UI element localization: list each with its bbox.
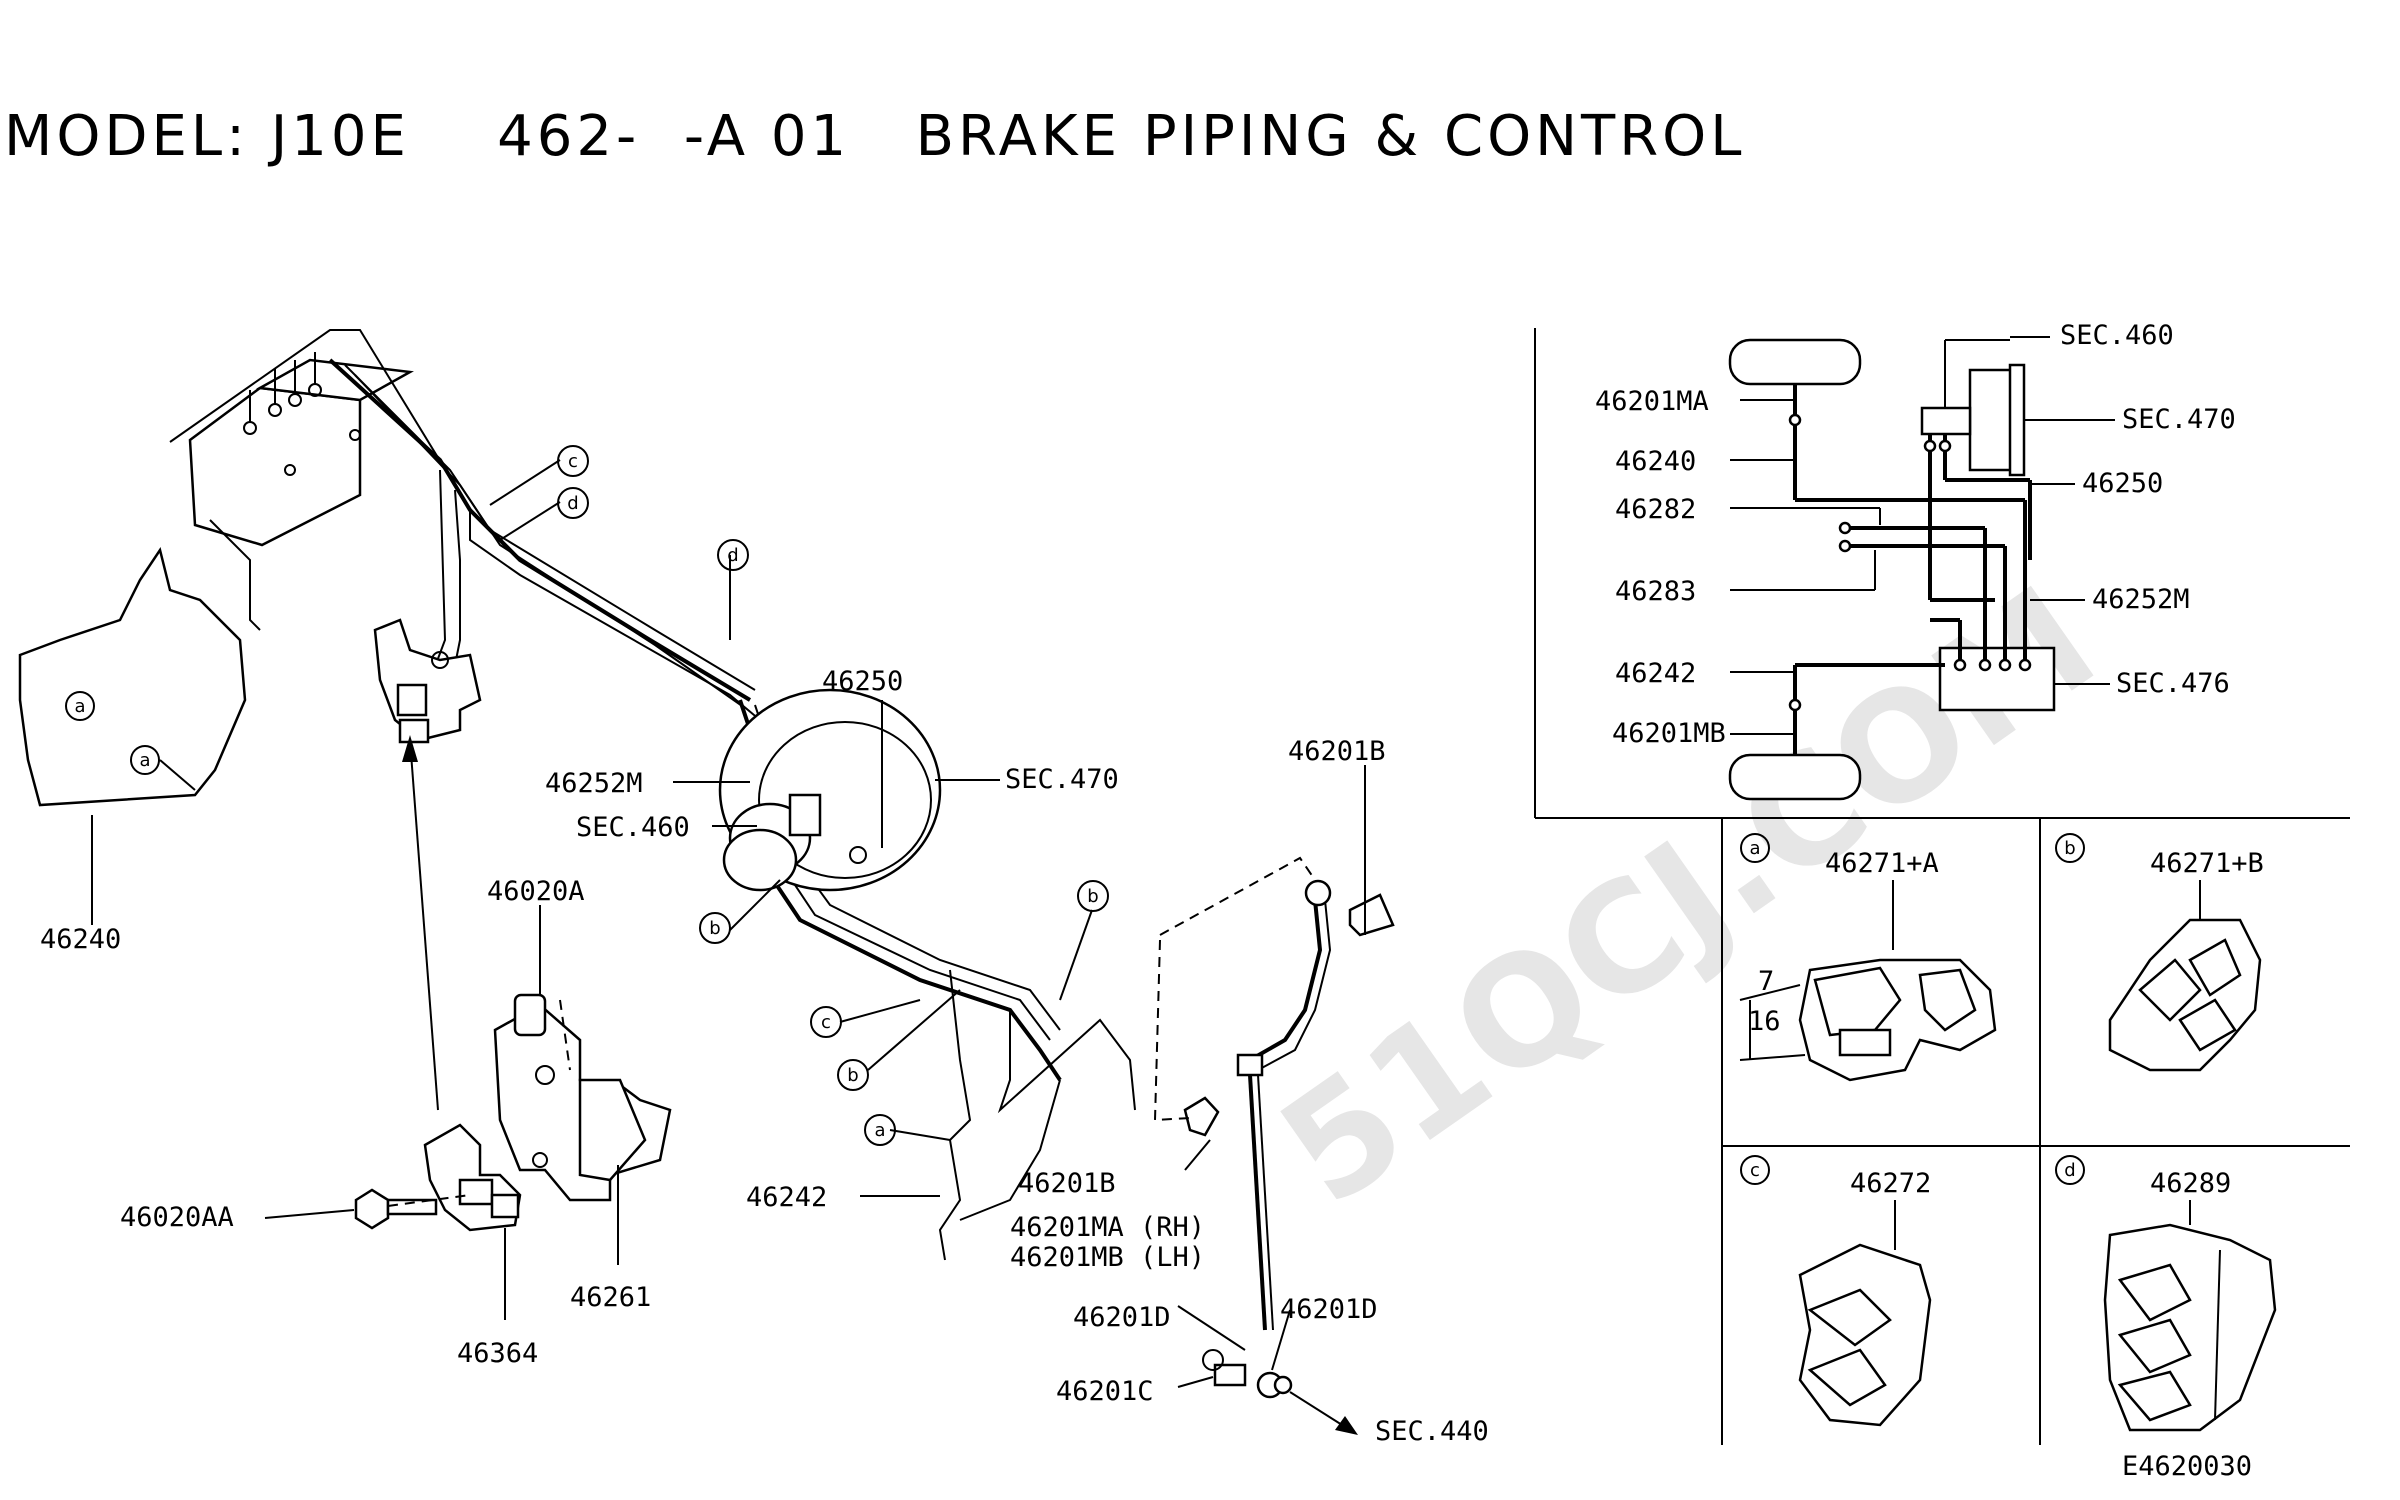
svg-text:c: c (1750, 1160, 1760, 1181)
page-title: MODEL: J10E 462- -A 01 BRAKE PIPING & CO… (4, 104, 1746, 169)
main-leader-lines (91, 459, 1366, 1388)
detail-part-46271-A: 46271+A (1825, 848, 1939, 879)
label-46201B-mid: 46201B (1018, 1168, 1116, 1199)
label-46201MB: 46201MB (LH) (1010, 1242, 1205, 1273)
circle-ref-b-booster: b (699, 912, 731, 944)
schematic-label-sec460: SEC.460 (2060, 320, 2174, 351)
detail-part-46271-B: 46271+B (2150, 848, 2264, 879)
circle-ref-d-top: d (557, 487, 589, 519)
abs-bracket-upper (373, 618, 482, 744)
svg-text:a: a (74, 696, 85, 717)
circle-ref-d-pipe: d (717, 539, 749, 571)
svg-text:c: c (821, 1012, 831, 1033)
svg-text:d: d (727, 545, 738, 566)
detail-panel-c: c 46272 (1740, 1155, 1931, 1427)
schematic-panel: SEC.460 SEC.470 46201MA 46240 46250 4628… (1534, 320, 2350, 819)
schematic-label-46283: 46283 (1615, 576, 1696, 607)
schematic-label-sec476: SEC.476 (2116, 668, 2230, 699)
label-sec470: SEC.470 (1005, 764, 1119, 795)
svg-text:b: b (847, 1065, 858, 1086)
label-46242: 46242 (746, 1182, 827, 1213)
actuator-symbol (1938, 646, 2056, 712)
svg-text:a: a (874, 1120, 885, 1141)
label-46201D-left: 46201D (1073, 1302, 1171, 1333)
schematic-label-46242: 46242 (1615, 658, 1696, 689)
svg-text:a: a (1749, 838, 1760, 859)
main-illustration (18, 329, 1395, 1435)
label-46261: 46261 (570, 1282, 651, 1313)
detail-part-46272: 46272 (1850, 1168, 1931, 1199)
svg-text:b: b (1087, 886, 1098, 907)
label-46201C: 46201C (1056, 1376, 1154, 1407)
circle-ref-a-lower: a (864, 1114, 896, 1146)
label-46250: 46250 (822, 666, 903, 697)
abs-actuator-illustration (188, 352, 414, 547)
circle-ref-a-guide-bottom: a (139, 750, 150, 771)
label-46201D-right: 46201D (1280, 1294, 1378, 1325)
schematic-label-46252M: 46252M (2092, 584, 2190, 615)
svg-text:d: d (567, 493, 578, 514)
label-46201B-top: 46201B (1288, 736, 1386, 767)
circle-ref-c-lower: c (810, 1006, 842, 1038)
diagram-code: E4620030 (2122, 1451, 2252, 1482)
schematic-label-46240: 46240 (1615, 446, 1696, 477)
rear-hose-illustration (1183, 879, 1395, 1399)
schematic-label-46282: 46282 (1615, 494, 1696, 525)
abs-bracket-46261-illustration (493, 993, 672, 1202)
label-46020A: 46020A (487, 876, 585, 907)
detail-dim-16: 16 (1748, 1006, 1781, 1037)
air-guide-46240-illustration (18, 546, 247, 807)
schematic-label-sec470: SEC.470 (2122, 404, 2236, 435)
label-46201MA: 46201MA (RH) (1010, 1212, 1205, 1243)
label-46364: 46364 (457, 1338, 538, 1369)
circle-ref-b-pipe: b (1077, 880, 1109, 912)
svg-text:a: a (139, 750, 150, 771)
label-sec440: SEC.440 (1375, 1416, 1489, 1447)
master-cylinder-symbol (1920, 406, 1972, 436)
circle-ref-b-lower: b (837, 1059, 869, 1091)
detail-panel-b: b 46271+B (2055, 833, 2264, 1072)
svg-text:d: d (2064, 1160, 2075, 1181)
circle-ref-a-guide-top: a (74, 696, 85, 717)
svg-text:b: b (2064, 838, 2075, 859)
circle-ref-c-top: c (557, 445, 589, 477)
detail-part-46289: 46289 (2150, 1168, 2231, 1199)
schematic-label-46250: 46250 (2082, 468, 2163, 499)
label-46020AA: 46020AA (120, 1202, 234, 1233)
rear-wheel-symbol (1728, 753, 1862, 801)
bracket-46364-illustration (423, 1123, 522, 1232)
svg-text:b: b (709, 918, 720, 939)
detail-panel-d: d 46289 (2055, 1155, 2277, 1432)
label-46240: 46240 (40, 924, 121, 955)
brake-booster-illustration (718, 688, 942, 892)
svg-text:c: c (568, 451, 578, 472)
front-wheel-symbol (1728, 338, 1862, 386)
schematic-label-46201MA: 46201MA (1595, 386, 1709, 417)
label-46252M: 46252M (545, 768, 643, 799)
detail-panel-a: a 46271+A 7 16 (1739, 833, 1997, 1082)
label-sec460: SEC.460 (576, 812, 690, 843)
detail-dim-7: 7 (1758, 966, 1774, 997)
schematic-label-46201MB: 46201MB (1612, 718, 1726, 749)
bolt-46020AA-illustration (354, 1188, 438, 1230)
detail-panels-grid (1721, 818, 2350, 1445)
